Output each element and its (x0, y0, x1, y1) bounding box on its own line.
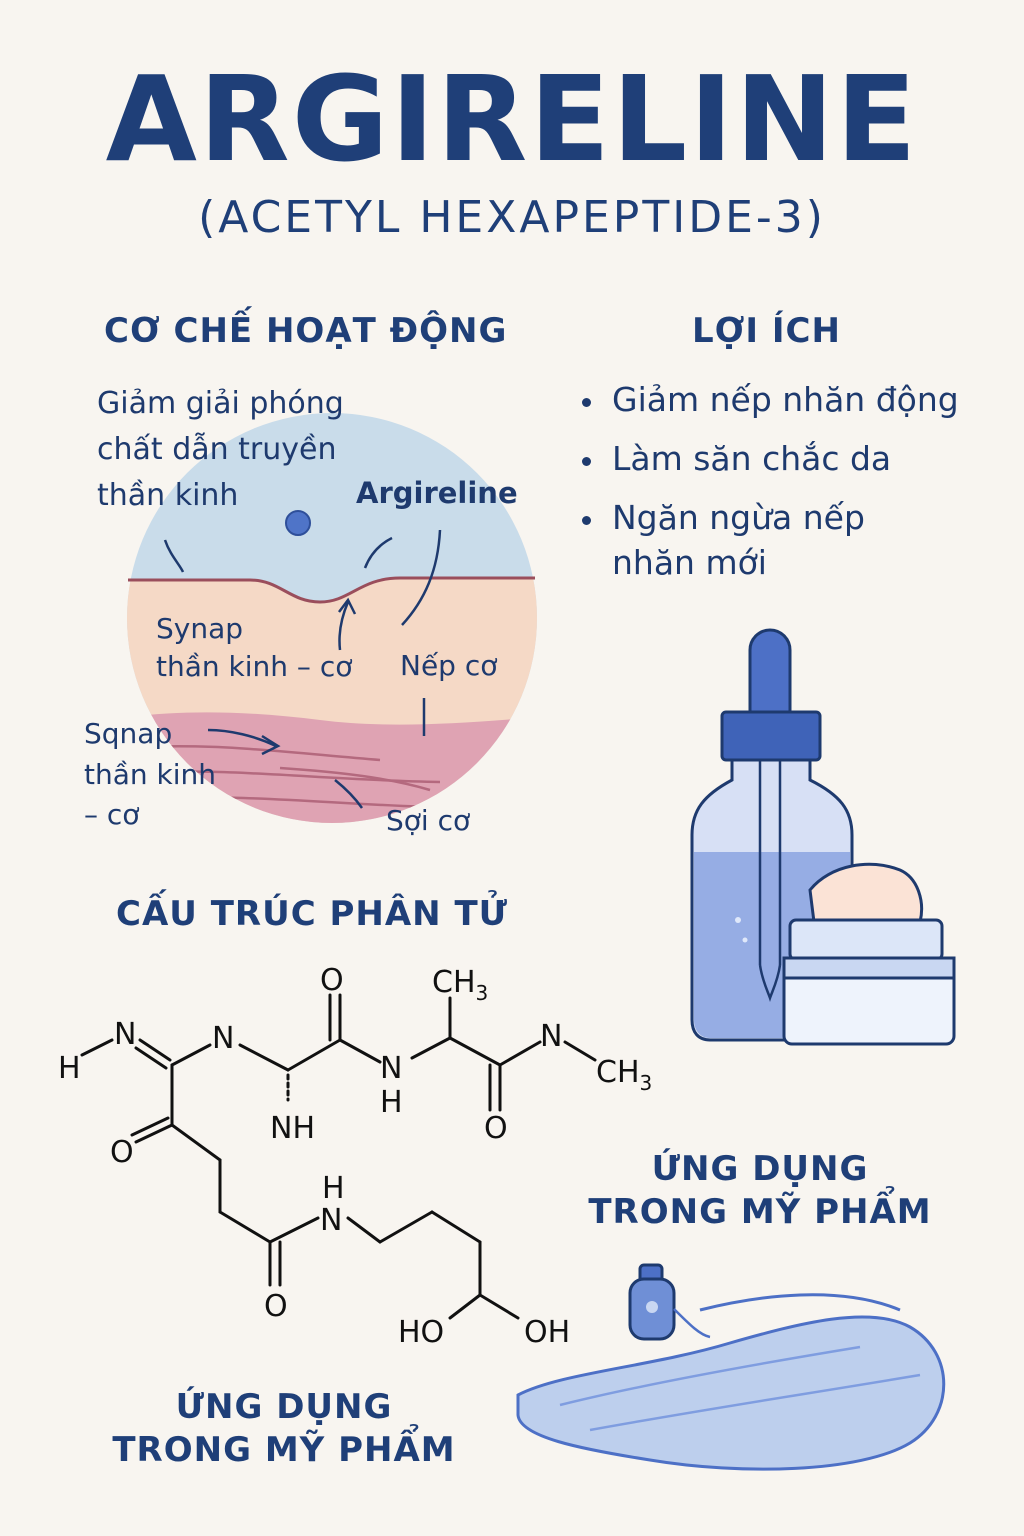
label-release-line2: chất dẫn truyền (97, 432, 337, 467)
cream-icon (808, 862, 924, 924)
label-release: Giảm giải phóng chất dẫn truyền thần kin… (97, 380, 344, 520)
application-heading-left: ỨNG DỤNG TRONG MỸ PHẨM (104, 1386, 464, 1471)
benefit-item: Làm săn chắc da (580, 437, 1000, 482)
atom-o-bottom: O (264, 1289, 288, 1324)
label-synapse-line1: Synap (156, 612, 244, 645)
atom-o-right: O (484, 1111, 508, 1146)
bottle-cap-icon (720, 710, 822, 762)
atom-h-mid: H (322, 1171, 345, 1206)
atom-n-amide1: N (212, 1021, 234, 1056)
label-argireline: Argireline (356, 476, 518, 510)
label-synapse: Synap thần kinh – cơ (156, 610, 352, 686)
serum-swatch-icon (516, 1315, 946, 1471)
atom-ch3-top: CH3 (432, 965, 488, 1005)
serum-swatch-illustration (516, 1263, 946, 1471)
jar-lid-icon (788, 918, 944, 962)
muscle-layer (127, 712, 537, 823)
application-left-line1: ỨNG DỤNG (175, 1387, 393, 1427)
structure-heading: CẤU TRÚC PHÂN TỬ (116, 894, 509, 934)
muscle-arrow (207, 728, 277, 748)
page-subtitle: (ACETYL HEXAPEPTIDE-3) (198, 192, 826, 243)
atom-n-right: N (540, 1019, 562, 1054)
atom-n-imine: N (114, 1017, 136, 1052)
serum-bottle-and-jar-illustration (690, 628, 956, 1046)
label-release-line3: thần kinh (97, 478, 239, 513)
mechanism-heading: CƠ CHẾ HOẠT ĐỘNG (104, 311, 508, 351)
label-synapse-line2: thần kinh – cơ (156, 649, 353, 683)
synapse-membrane-line (128, 576, 535, 604)
atom-n-h: N (380, 1051, 402, 1086)
atom-o-top1: O (320, 963, 344, 998)
atom-ho: HO (398, 1315, 444, 1350)
label-release-line1: Giảm giải phóng (97, 386, 344, 421)
atom-h-below: H (380, 1085, 403, 1120)
benefits-heading: LỢI ÍCH (692, 311, 841, 351)
atom-ch3-right: CH3 (596, 1055, 652, 1095)
label-muscle-fiber: Sợi cơ (386, 804, 471, 837)
label-wrinkle: Nếp cơ (400, 649, 498, 682)
label-synapse2-line3: – cơ (84, 798, 140, 832)
atom-h-left: H (58, 1051, 81, 1086)
release-arrow (338, 601, 350, 651)
bullet-icon (582, 456, 591, 466)
application-heading-right: ỨNG DỤNG TRONG MỸ PHẨM (580, 1148, 940, 1233)
benefit-item: Giảm nếp nhăn động (580, 378, 1000, 423)
atom-n-mid: N (320, 1203, 342, 1238)
atom-oh: OH (524, 1315, 570, 1350)
application-right-line1: ỨNG DỤNG (651, 1149, 869, 1189)
label-synapse2-line1: Sqnap (84, 717, 173, 750)
argireline-molecule-icon (285, 510, 311, 536)
atom-nh: NH (270, 1111, 315, 1146)
application-right-line2: TRONG MỸ PHẨM (588, 1191, 932, 1232)
label-synapse-2: Sqnap thần kinh – cơ (84, 714, 216, 836)
page-title: ARGIRELINE (105, 50, 919, 188)
skin-cross-section-diagram (127, 413, 537, 823)
bullet-icon (582, 398, 591, 407)
label-synapse2-line2: thần kinh (84, 757, 217, 791)
bullet-icon (582, 515, 591, 525)
molecular-structure-diagram: H N N O CH3 N CH3 N H O NH O H N O HO OH (58, 963, 652, 1350)
application-left-line2: TRONG MỸ PHẨM (112, 1429, 456, 1470)
atom-o-left: O (110, 1135, 134, 1170)
benefits-list: Giảm nếp nhăn động Làm săn chắc da Ngăn … (580, 378, 1000, 600)
